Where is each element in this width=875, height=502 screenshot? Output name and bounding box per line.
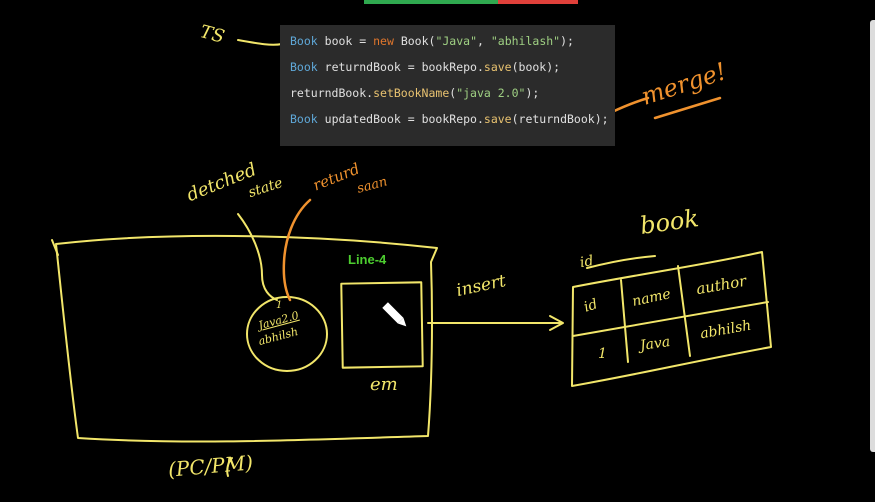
code-line-4: Book updatedBook = bookRepo.save(returnd…: [290, 112, 609, 126]
table-cell-id: 1: [598, 346, 607, 362]
book-table: [571, 251, 772, 387]
code-panel: Book book = new Book("Java", "abhilash")…: [280, 25, 615, 146]
scroll-edge[interactable]: [870, 20, 875, 452]
entity-circle: [246, 296, 328, 372]
line-4-label: Line-4: [348, 252, 387, 267]
em-box: [340, 281, 424, 369]
code-line-2: Book returndBook = bookRepo.save(book);: [290, 60, 561, 74]
id-label: id: [578, 252, 595, 272]
em-label: em: [370, 374, 398, 395]
code-line-3: returndBook.setBookName("java 2.0");: [290, 86, 540, 100]
circle-id: 1: [276, 300, 283, 311]
recording-bar: [364, 0, 578, 4]
code-line-1: Book book = new Book("Java", "abhilash")…: [290, 34, 574, 48]
pc-box: [55, 234, 438, 443]
pencil-icon: [382, 302, 407, 327]
